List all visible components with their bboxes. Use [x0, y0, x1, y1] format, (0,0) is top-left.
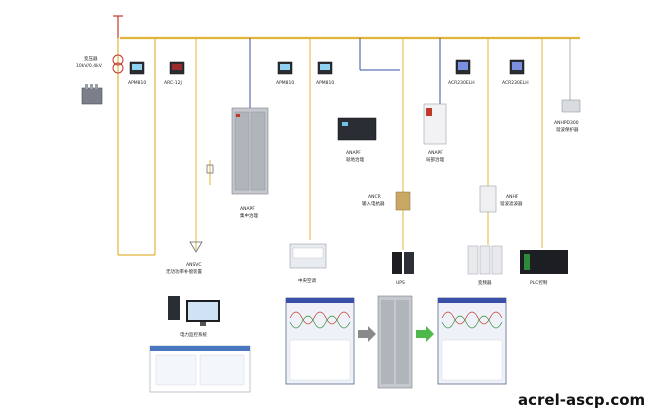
watermark: acrel-ascp.com: [518, 391, 645, 409]
ancr-sub-label: 输入电抗器: [362, 200, 385, 207]
arrow-green: [416, 326, 434, 342]
anapf-local-label: ANAPF: [428, 150, 443, 156]
anapf-local-sub-label: 局部治理: [426, 156, 444, 163]
anhpd300-sub-label: 谐波保护器: [556, 126, 579, 133]
anapf-central-label: ANAPF: [240, 206, 255, 212]
meter-acr230elh-b: ACR230ELH: [502, 59, 529, 86]
monitoring-screenshot-grid: [155, 354, 197, 386]
anhf-label: ANHF: [506, 194, 519, 200]
meter-acr230elh-b-label: ACR230ELH: [502, 80, 529, 86]
load-vfd: 变频器: [467, 245, 503, 286]
load-vfd-label: 变频器: [478, 279, 492, 286]
anhpd300-device: ANHPD300 谐波保护器: [554, 99, 581, 133]
waveform-panel-after: [437, 297, 507, 385]
anhpd300-label: ANHPD300: [554, 120, 579, 126]
load-ac: 中央空调: [289, 243, 327, 284]
meter-acr230elh-a: ACR230ELH: [448, 59, 475, 86]
meter-acr230elh-a-label: ACR230ELH: [448, 80, 475, 86]
load-ac-label: 中央空调: [298, 277, 316, 284]
load-ups-label: UPS: [396, 280, 405, 286]
anapf-central-cabinet: ANAPF 集中治理: [231, 107, 269, 219]
load-plc-label: PLC控制: [530, 279, 548, 286]
meter-apm810-b: APM810: [276, 61, 294, 86]
monitoring-workstation: 电力监控系统: [168, 296, 220, 338]
monitoring-label: 电力监控系统: [180, 331, 207, 338]
transformer-rating: 10kV/0.4kV: [76, 63, 103, 69]
meter-apm810-c-label: APM810: [316, 80, 334, 86]
waveform-panel-before: [285, 297, 355, 385]
anapf-rack-sub-label: 就地治理: [346, 156, 364, 163]
meter-apm810-c: APM810: [316, 61, 334, 86]
ansvc-label: ANSVC: [186, 262, 202, 268]
load-plc: PLC控制: [520, 250, 568, 286]
ancr-label: ANCR: [368, 194, 381, 200]
anapf-cabinet-bottom: [377, 295, 413, 389]
transformer-label: 变压器: [84, 55, 98, 62]
controller-arc12j: ARC-12J: [164, 61, 185, 86]
ansvc-fuse: [206, 164, 214, 174]
meter-apm810-a: APM810: [128, 61, 146, 86]
arrow-gray: [358, 326, 376, 342]
monitoring-screenshot-header: [150, 346, 250, 351]
transformer-symbol-b: [112, 62, 124, 74]
load-ups: UPS: [392, 252, 414, 286]
anapf-central-sub-label: 集中治理: [240, 212, 258, 219]
ancr-reactor: ANCR 输入电抗器: [362, 191, 411, 211]
transformer: 变压器 10kV/0.4kV: [76, 55, 103, 105]
ansvc-sub-label: 无功功率补偿装置: [166, 268, 202, 275]
meter-apm810-b-label: APM810: [276, 80, 294, 86]
ansvc-capacitor: ANSVC 无功功率补偿装置: [166, 241, 203, 275]
transformer-symbol-a: [112, 54, 124, 66]
controller-arc12j-label: ARC-12J: [164, 80, 182, 86]
monitoring-screenshot-grid-b: [199, 354, 245, 386]
anapf-local-cabinet: ANAPF 局部治理: [423, 103, 447, 163]
anhf-filter: ANHF 谐波滤波器: [479, 185, 523, 213]
anapf-rack-unit: ANAPF 就地治理: [337, 117, 377, 163]
anapf-rack-label: ANAPF: [346, 150, 361, 156]
meter-apm810-a-label: APM810: [128, 80, 146, 86]
anhf-sub-label: 谐波滤波器: [500, 200, 523, 207]
